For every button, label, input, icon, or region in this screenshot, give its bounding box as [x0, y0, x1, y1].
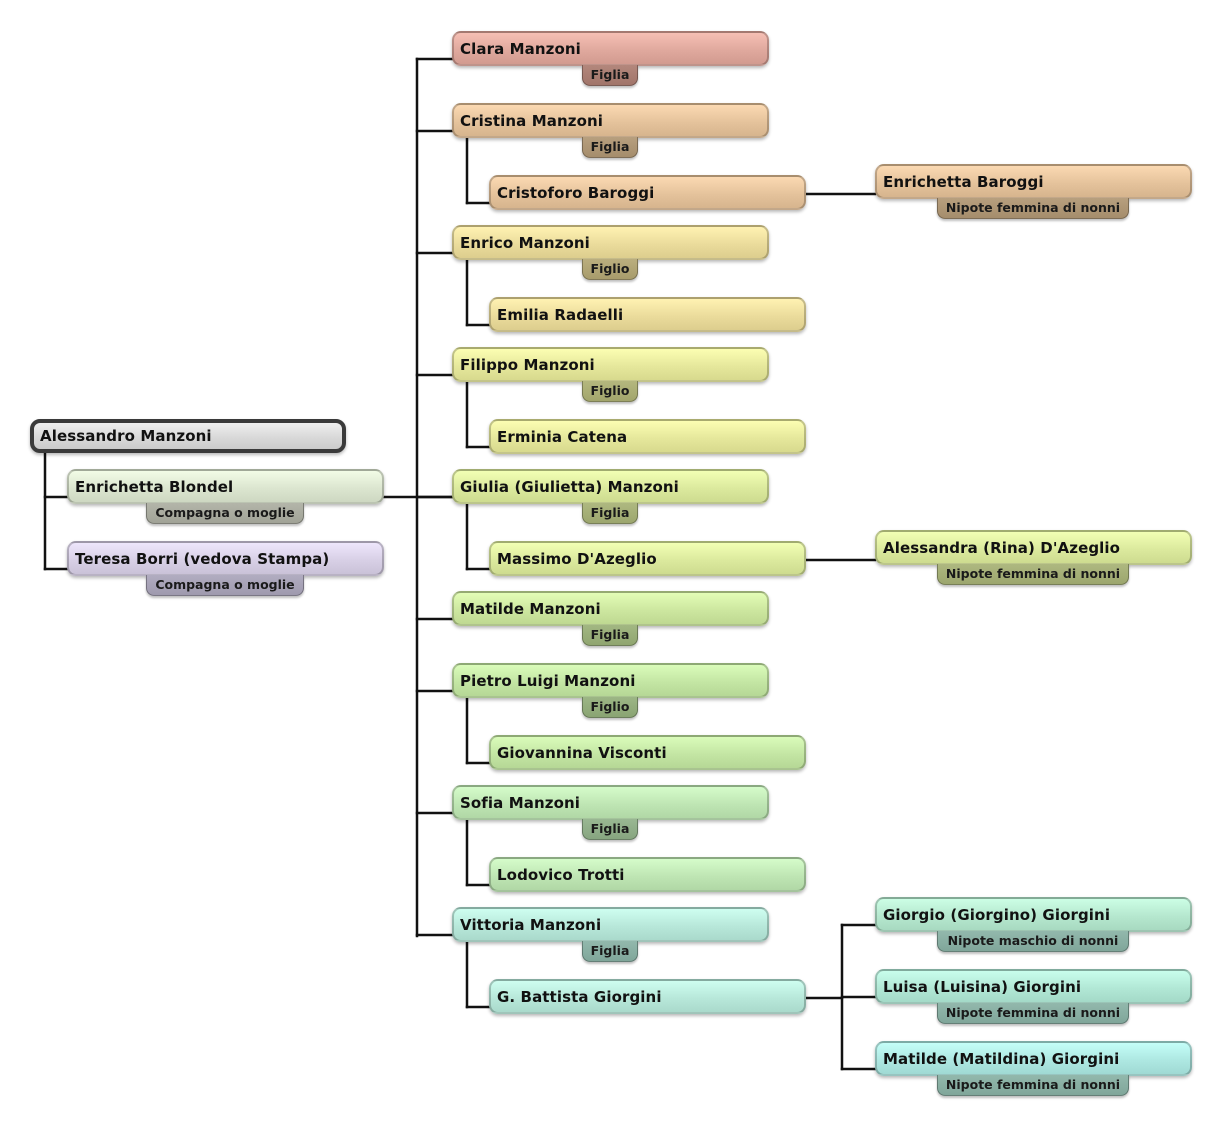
child-node[interactable]: Filippo Manzoni	[452, 347, 769, 382]
child-name: Enrico Manzoni	[460, 233, 590, 252]
child-spouse-name: Giovannina Visconti	[497, 743, 667, 762]
grandchild-node[interactable]: Giorgio (Giorgino) Giorgini	[875, 897, 1192, 932]
child-node[interactable]: Cristina Manzoni	[452, 103, 769, 138]
grandchild-name: Luisa (Luisina) Giorgini	[883, 977, 1082, 996]
spouse-relation-badge: Compagna o moglie	[146, 575, 304, 596]
grandchild-node[interactable]: Alessandra (Rina) D'Azeglio	[875, 530, 1192, 565]
child-spouse-name: G. Battista Giorgini	[497, 987, 662, 1006]
grandchild-name: Giorgio (Giorgino) Giorgini	[883, 905, 1111, 924]
grandchild-node[interactable]: Luisa (Luisina) Giorgini	[875, 969, 1192, 1004]
spouse-relation-badge: Compagna o moglie	[146, 503, 304, 524]
spouse-name: Enrichetta Blondel	[75, 477, 234, 496]
child-spouse-node[interactable]: G. Battista Giorgini	[489, 979, 806, 1014]
grandchild-relation-badge: Nipote femmina di nonni	[937, 198, 1129, 219]
child-relation-badge: Figlio	[582, 259, 638, 280]
child-spouse-node[interactable]: Massimo D'Azeglio	[489, 541, 806, 576]
grandchild-relation-badge: Nipote maschio di nonni	[937, 931, 1129, 952]
child-spouse-node[interactable]: Emilia Radaelli	[489, 297, 806, 332]
child-spouse-node[interactable]: Cristoforo Baroggi	[489, 175, 806, 210]
child-relation-badge: Figlio	[582, 381, 638, 402]
grandchild-name: Matilde (Matildina) Giorgini	[883, 1049, 1120, 1068]
spouse-node[interactable]: Enrichetta Blondel	[67, 469, 384, 504]
child-node[interactable]: Pietro Luigi Manzoni	[452, 663, 769, 698]
grandchild-relation-badge: Nipote femmina di nonni	[937, 1003, 1129, 1024]
grandchild-node[interactable]: Matilde (Matildina) Giorgini	[875, 1041, 1192, 1076]
child-relation-badge: Figlia	[582, 819, 638, 840]
root-node[interactable]: Alessandro Manzoni	[30, 419, 346, 453]
child-name: Cristina Manzoni	[460, 111, 603, 130]
child-node[interactable]: Giulia (Giulietta) Manzoni	[452, 469, 769, 504]
child-name: Giulia (Giulietta) Manzoni	[460, 477, 679, 496]
child-spouse-name: Erminia Catena	[497, 427, 628, 446]
child-spouse-name: Massimo D'Azeglio	[497, 549, 657, 568]
child-spouse-name: Cristoforo Baroggi	[497, 183, 655, 202]
grandchild-relation-badge: Nipote femmina di nonni	[937, 1075, 1129, 1096]
child-relation-badge: Figlia	[582, 941, 638, 962]
spouse-name: Teresa Borri (vedova Stampa)	[75, 549, 330, 568]
child-relation-badge: Figlia	[582, 65, 638, 86]
grandchild-node[interactable]: Enrichetta Baroggi	[875, 164, 1192, 199]
child-name: Pietro Luigi Manzoni	[460, 671, 636, 690]
child-spouse-name: Lodovico Trotti	[497, 865, 625, 884]
child-spouse-node[interactable]: Lodovico Trotti	[489, 857, 806, 892]
child-node[interactable]: Matilde Manzoni	[452, 591, 769, 626]
child-node[interactable]: Clara Manzoni	[452, 31, 769, 66]
child-relation-badge: Figlio	[582, 697, 638, 718]
child-node[interactable]: Vittoria Manzoni	[452, 907, 769, 942]
child-relation-badge: Figlia	[582, 503, 638, 524]
child-spouse-node[interactable]: Giovannina Visconti	[489, 735, 806, 770]
child-name: Vittoria Manzoni	[460, 915, 602, 934]
child-name: Filippo Manzoni	[460, 355, 595, 374]
child-node[interactable]: Enrico Manzoni	[452, 225, 769, 260]
grandchild-name: Alessandra (Rina) D'Azeglio	[883, 538, 1121, 557]
grandchild-relation-badge: Nipote femmina di nonni	[937, 564, 1129, 585]
child-name: Clara Manzoni	[460, 39, 581, 58]
child-name: Matilde Manzoni	[460, 599, 601, 618]
child-name: Sofia Manzoni	[460, 793, 581, 812]
child-relation-badge: Figlia	[582, 137, 638, 158]
child-node[interactable]: Sofia Manzoni	[452, 785, 769, 820]
root-name: Alessandro Manzoni	[40, 427, 212, 445]
child-spouse-node[interactable]: Erminia Catena	[489, 419, 806, 454]
grandchild-name: Enrichetta Baroggi	[883, 172, 1044, 191]
spouse-node[interactable]: Teresa Borri (vedova Stampa)	[67, 541, 384, 576]
child-spouse-name: Emilia Radaelli	[497, 305, 624, 324]
child-relation-badge: Figlia	[582, 625, 638, 646]
